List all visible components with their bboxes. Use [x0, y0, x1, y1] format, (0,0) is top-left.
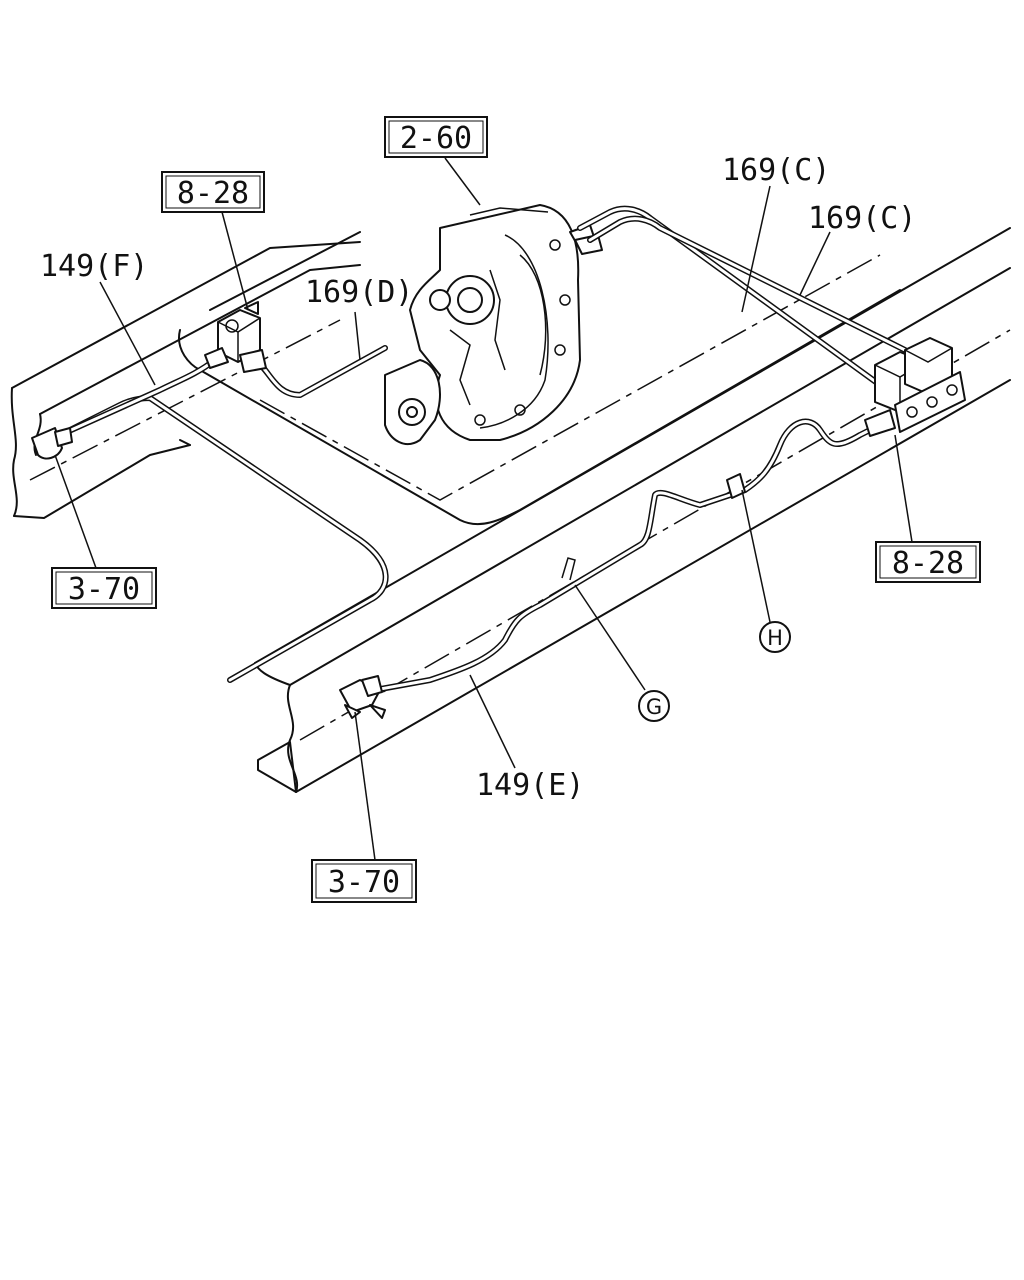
ref-2-60-text: 2-60	[400, 121, 472, 156]
clip-g-part	[561, 557, 576, 581]
valve-block-right	[864, 337, 966, 437]
ref-8-28-left-text: 8-28	[177, 176, 249, 211]
ref-box-2-60[interactable]: 2-60	[384, 116, 488, 158]
cross-member	[178, 254, 901, 526]
clip-h-part	[726, 473, 746, 499]
part-label-169d[interactable]: 169(D)	[305, 275, 413, 310]
part-label-169c-upper[interactable]: 169(C)	[722, 153, 830, 188]
ref-8-28-right-text: 8-28	[892, 546, 964, 581]
ref-3-70-bottom-text: 3-70	[328, 865, 400, 900]
clip-h-callout[interactable]: H	[759, 621, 791, 653]
leader-lines	[54, 157, 913, 861]
clip-g-callout[interactable]: G	[638, 690, 670, 722]
valve-block-left	[204, 301, 267, 373]
fitting-bottom	[339, 675, 386, 719]
part-label-149f[interactable]: 149(F)	[40, 249, 148, 284]
right-frame-rail	[254, 227, 1011, 793]
transfer-case	[384, 204, 603, 445]
clip-g-text: G	[646, 695, 662, 719]
ref-box-3-70-left[interactable]: 3-70	[51, 567, 157, 609]
ref-box-8-28-right[interactable]: 8-28	[875, 541, 981, 583]
ref-box-8-28-left[interactable]: 8-28	[161, 171, 265, 213]
part-label-169c-lower[interactable]: 169(C)	[808, 201, 916, 236]
fitting-left	[31, 427, 73, 460]
part-label-149e[interactable]: 149(E)	[476, 768, 584, 803]
ref-3-70-left-text: 3-70	[68, 572, 140, 607]
ref-box-3-70-bottom[interactable]: 3-70	[311, 859, 417, 903]
left-frame-rail	[10, 231, 361, 519]
clip-h-text: H	[767, 626, 783, 650]
